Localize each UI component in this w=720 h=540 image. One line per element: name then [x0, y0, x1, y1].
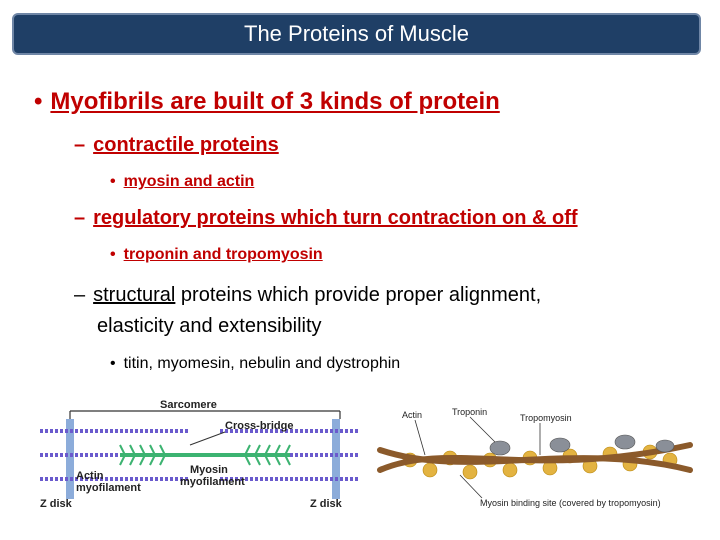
bullet-contractile-sub: • myosin and actin: [110, 173, 254, 191]
thin-filament-diagram: Actin Troponin Tropomyosin Myosin bindin…: [377, 407, 693, 508]
label-tropomyosin: Tropomyosin: [520, 413, 572, 423]
bullet-regulatory: –regulatory proteins which turn contract…: [74, 207, 578, 230]
bullet-dash: –: [74, 134, 86, 156]
leader-cross-bridge: [189, 431, 226, 446]
label-actin-right: Actin: [402, 410, 422, 420]
label-z-disk-left: Z disk: [40, 498, 73, 510]
tropomyosin-strands: [377, 442, 693, 473]
sarcomere-diagram: Sarcomere Cross-bridge Myosin myofilamen…: [40, 399, 360, 510]
bullet-structural-sub-text: titin, myomesin, nebulin and dystrophin: [123, 355, 401, 372]
label-sarcomere: Sarcomere: [160, 399, 217, 411]
leader-binding-site: [459, 474, 483, 499]
bullet-dot: •: [34, 88, 43, 115]
label-z-disk-right: Z disk: [310, 498, 343, 510]
bullet-dot: •: [110, 173, 116, 190]
bullet-structural-line2: elasticity and extensibility: [97, 315, 322, 337]
label-cross-bridge: Cross-bridge: [225, 420, 293, 432]
bullet-dot: •: [110, 246, 116, 263]
bullet-dot: •: [110, 355, 116, 372]
leader-troponin: [469, 416, 496, 443]
z-disk-left: [66, 419, 74, 499]
leader-actin: [414, 419, 426, 456]
myosin-filament: [119, 444, 291, 466]
bullet-main: • Myofibrils are built of 3 kinds of prot…: [34, 88, 500, 116]
label-actin-myofilament: myofilament: [76, 482, 141, 494]
bullet-dash: –: [74, 284, 86, 306]
bullet-contractile-text: contractile proteins: [93, 134, 279, 156]
bullet-main-text: Myofibrils are built of 3 kinds of prote…: [50, 88, 500, 115]
bullet-structural-sub: • titin, myomesin, nebulin and dystrophin: [110, 355, 400, 373]
bullet-structural-keyword: structural: [93, 284, 176, 306]
bullet-contractile: –contractile proteins: [74, 134, 279, 157]
label-actin: Actin: [76, 470, 104, 482]
slide-title: The Proteins of Muscle: [244, 21, 469, 46]
bullet-structural: –structural proteins which provide prope…: [74, 284, 541, 307]
bullet-regulatory-sub: • troponin and tropomyosin: [110, 246, 323, 264]
bullet-regulatory-sub-text: troponin and tropomyosin: [123, 246, 323, 263]
label-myosin: Myosin: [190, 464, 228, 476]
troponin-complexes: [489, 434, 675, 456]
label-myosin-myofilament: myofilament: [180, 476, 245, 488]
bullet-contractile-sub-text: myosin and actin: [123, 173, 255, 190]
label-troponin: Troponin: [452, 407, 487, 417]
bullet-dash: –: [74, 207, 86, 229]
z-disk-right: [332, 419, 340, 499]
slide-title-bar: The Proteins of Muscle: [12, 13, 701, 55]
label-binding-site: Myosin binding site (covered by tropomyo…: [480, 498, 661, 508]
bullet-regulatory-text: regulatory proteins which turn contracti…: [93, 207, 578, 229]
bullet-structural-text: proteins which provide proper alignment,: [175, 284, 542, 306]
